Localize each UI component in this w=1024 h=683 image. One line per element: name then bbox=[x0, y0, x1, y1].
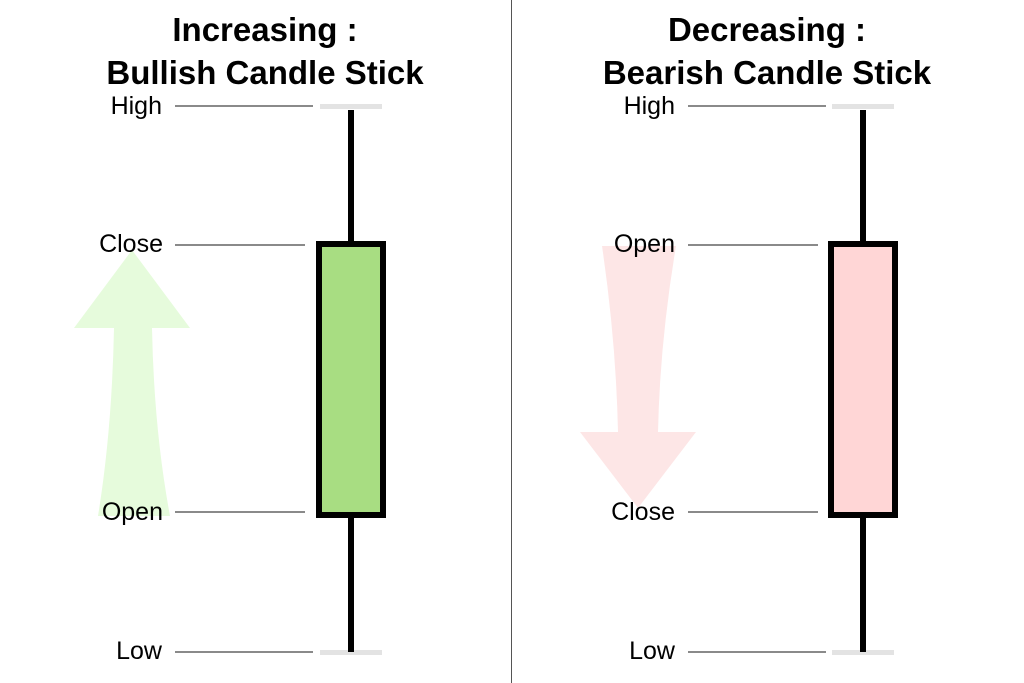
up-arrow-icon bbox=[74, 250, 190, 516]
bearish-high-label: High bbox=[623, 92, 675, 120]
down-arrow-icon bbox=[580, 246, 696, 508]
bullish-open-guide bbox=[175, 511, 305, 513]
bullish-open-label: Open bbox=[101, 498, 163, 526]
bullish-title-line-1: Increasing : bbox=[172, 11, 358, 48]
bearish-candle-body bbox=[828, 241, 898, 518]
bearish-high-guide bbox=[688, 105, 826, 107]
bullish-low-label: Low bbox=[116, 637, 162, 665]
bearish-high-cap bbox=[832, 104, 894, 109]
bullish-title: Increasing : Bullish Candle Stick bbox=[0, 8, 530, 94]
bullish-upper-wick bbox=[348, 110, 354, 245]
bearish-title-line-1: Decreasing : bbox=[667, 11, 867, 48]
bullish-candle-body bbox=[316, 241, 386, 518]
bullish-low-cap bbox=[320, 650, 382, 655]
bullish-low-guide bbox=[175, 651, 313, 653]
bearish-lower-wick bbox=[860, 515, 866, 652]
panel-divider bbox=[511, 0, 512, 683]
bearish-close-guide bbox=[688, 511, 818, 513]
bearish-low-label: Low bbox=[629, 637, 675, 665]
bearish-open-guide bbox=[688, 244, 818, 246]
bullish-high-cap bbox=[320, 104, 382, 109]
bullish-high-label: High bbox=[110, 92, 162, 120]
bullish-close-guide bbox=[175, 244, 305, 246]
bullish-high-guide bbox=[175, 105, 313, 107]
bullish-panel: Increasing : Bullish Candle Stick High C… bbox=[74, 11, 424, 665]
bullish-close-label: Close bbox=[99, 230, 163, 258]
bearish-panel: Decreasing : Bearish Candle Stick High O… bbox=[512, 0, 1024, 683]
bearish-low-guide bbox=[688, 651, 826, 653]
bearish-open-label: Open bbox=[613, 230, 675, 258]
bullish-title-line-2: Bullish Candle Stick bbox=[106, 54, 424, 91]
bullish-lower-wick bbox=[348, 515, 354, 652]
bearish-title: Decreasing : Bearish Candle Stick bbox=[502, 8, 1024, 94]
bearish-low-cap bbox=[832, 650, 894, 655]
bearish-upper-wick bbox=[860, 110, 866, 245]
bearish-close-label: Close bbox=[611, 498, 675, 526]
bearish-title-line-2: Bearish Candle Stick bbox=[602, 54, 932, 91]
